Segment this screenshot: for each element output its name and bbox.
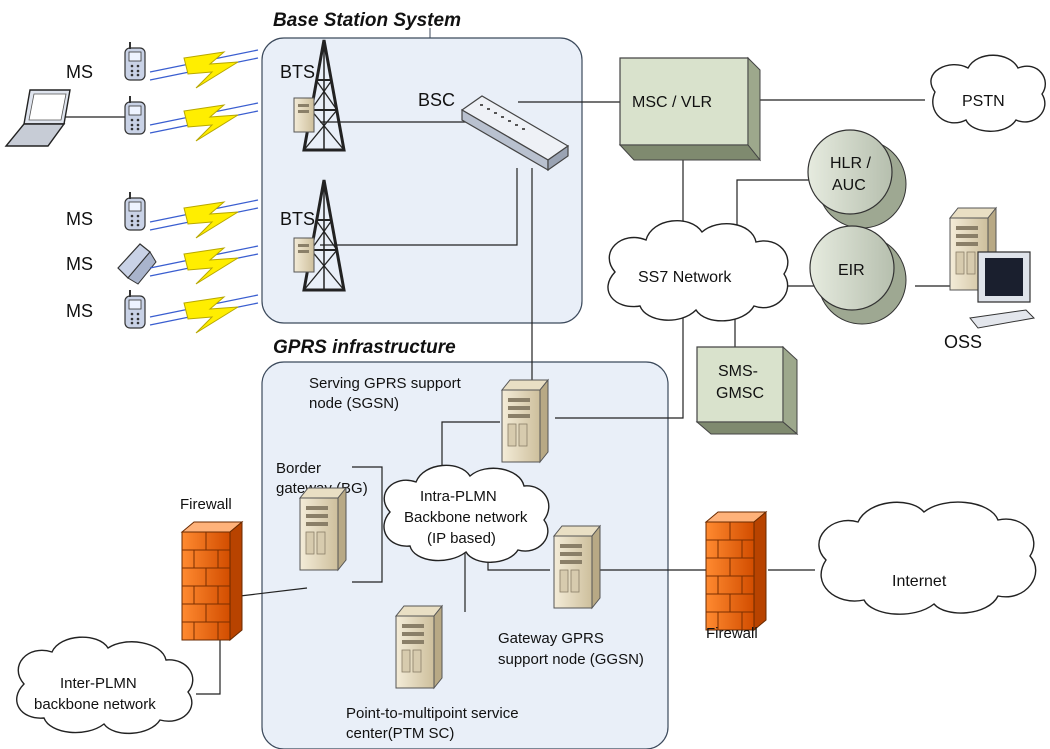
mobile-phone-icon [124,191,146,231]
oss-label: OSS [944,332,982,352]
eir-label: EIR [838,262,865,279]
bts-label-1: BTS [280,62,315,82]
server-icon [501,379,549,463]
ggsn-label-line2: support node (GGSN) [498,651,644,668]
intra-plmn-label-line2: Backbone network [404,509,528,526]
ms-label-3: MS [66,254,93,274]
hlr-label-line1: HLR / [830,155,871,172]
radio-link-bolt-1 [149,49,259,89]
radio-link-bolt-4 [149,245,259,285]
ss7-label: SS7 Network [638,269,732,286]
ss7-cloud-icon [607,220,789,322]
sms-gmsc-box [695,345,799,436]
bts-label-2: BTS [280,209,315,229]
ms-label-4: MS [66,301,93,321]
sms-gmsc-label-line1: SMS- [718,363,758,380]
ptm-sc-label-line2: center(PTM SC) [346,725,454,742]
internet-cloud-icon [818,501,1037,615]
ms-label-2: MS [66,209,93,229]
database-cylinder-icon [807,129,907,229]
hlr-label-line2: AUC [832,177,866,194]
firewall-icon [181,521,243,641]
firewall-label-left: Firewall [180,496,232,513]
pstn-label: PSTN [962,93,1005,110]
ptm-sc-label-line1: Point-to-multipoint service [346,705,519,722]
internet-label: Internet [892,573,947,590]
sms-gmsc-label-line2: GMSC [716,385,764,402]
gprs-group-title: GPRS infrastructure [273,337,456,358]
server-icon [395,605,443,689]
sgsn-label-line1: Serving GPRS support [309,375,462,392]
server-icon [553,525,601,609]
laptop-icon [4,89,71,147]
sgsn-label-line2: node (SGSN) [309,395,399,412]
flip-phone-icon [117,243,157,285]
radio-link-bolt-2 [149,102,259,142]
server-icon [299,487,347,571]
mobile-phone-icon [124,289,146,329]
network-switch-icon [460,95,570,172]
firewall-icon [705,511,767,631]
inter-plmn-label-line2: backbone network [34,696,156,713]
firewall-label-right: Firewall [706,625,758,642]
radio-link-bolt-5 [149,294,259,334]
bg-label-line1: Border [276,460,321,477]
msc-vlr-label: MSC / VLR [632,94,712,111]
msc-vlr-box [618,56,762,162]
bsc-label: BSC [418,90,455,110]
inter-plmn-label-line1: Inter-PLMN [60,675,137,692]
ggsn-label-line1: Gateway GPRS [498,630,604,647]
workstation-icon [949,207,1036,329]
database-cylinder-icon [809,225,907,325]
intra-plmn-cloud-icon [383,464,550,563]
intra-plmn-label-line1: Intra-PLMN [420,488,497,505]
bss-group-title: Base Station System [273,10,461,31]
mobile-phone-icon [124,95,146,135]
ms-label-1: MS [66,62,93,82]
radio-link-bolt-3 [149,199,259,239]
inter-plmn-cloud-icon [16,636,194,735]
intra-plmn-label-line3: (IP based) [427,530,496,547]
mobile-phone-icon [124,41,146,81]
pstn-cloud-icon [930,54,1046,132]
